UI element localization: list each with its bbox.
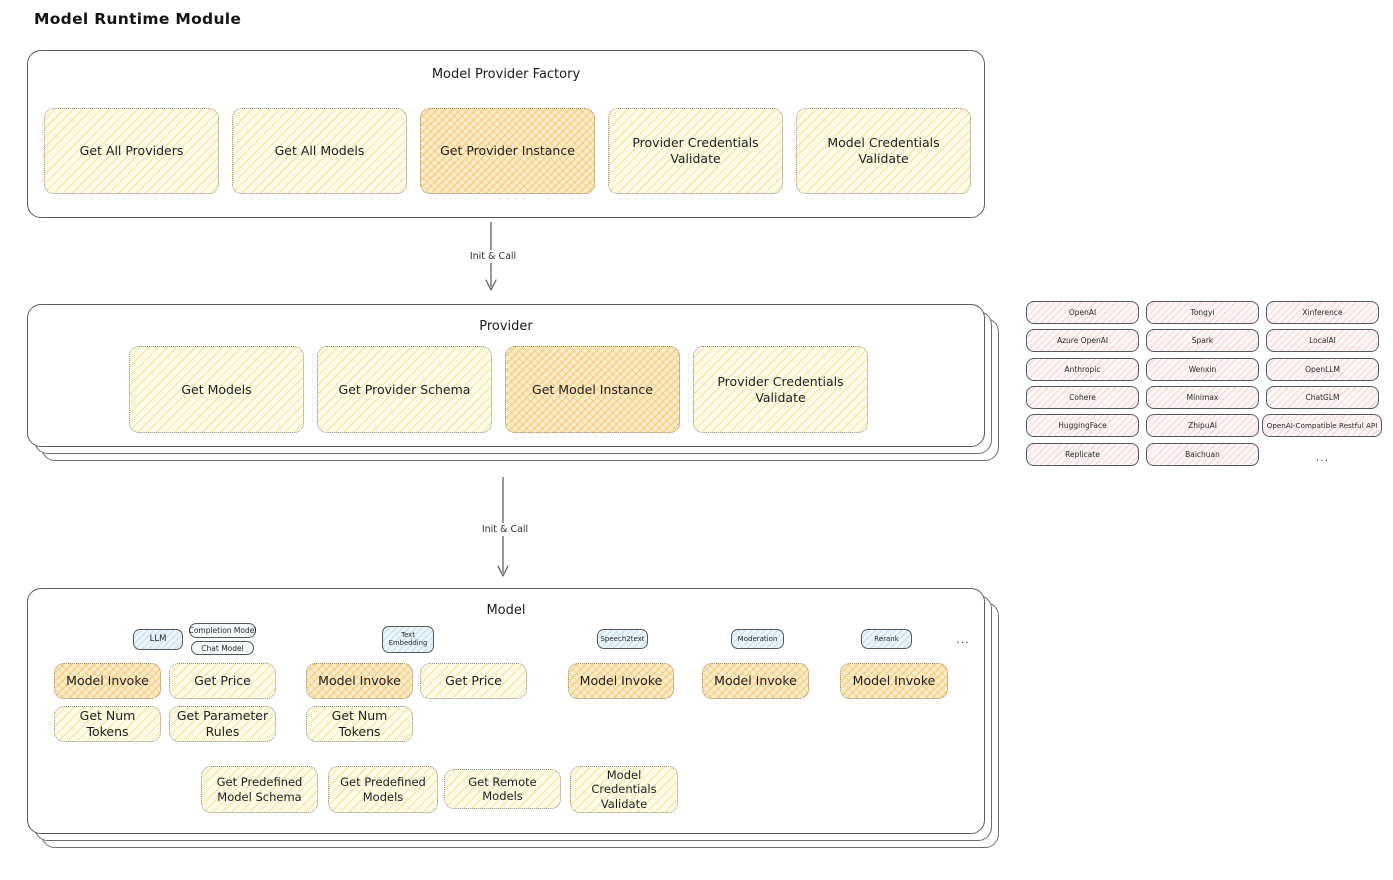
llm-get-num-tokens-box: Get Num Tokens — [54, 706, 161, 742]
llm-get-parameter-rules-box: Get Parameter Rules — [169, 706, 276, 742]
provider-openai: OpenAI — [1026, 301, 1139, 324]
tabs-more-ellipsis: ... — [956, 632, 970, 646]
model-frame: Model LLM Completion Model Chat Model Te… — [27, 588, 985, 834]
rerank-model-invoke-box: Model Invoke — [840, 663, 948, 699]
tab-rerank: Rerank — [861, 629, 912, 649]
provider-xinference: Xinference — [1266, 301, 1379, 324]
speech2text-model-invoke-box: Model Invoke — [568, 663, 674, 699]
embedding-get-num-tokens-box: Get Num Tokens — [306, 706, 413, 742]
provider-huggingface: HuggingFace — [1026, 414, 1139, 437]
get-predefined-model-schema-box: Get Predefined Model Schema — [201, 766, 318, 813]
model-provider-factory-frame: Model Provider Factory Get All Providers… — [27, 50, 985, 218]
llm-get-price-box: Get Price — [169, 663, 276, 699]
get-model-instance-box: Get Model Instance — [505, 346, 680, 433]
tab-completion-model: Completion Model — [189, 623, 256, 638]
provider-localai: LocalAI — [1266, 329, 1379, 352]
llm-model-invoke-box: Model Invoke — [54, 663, 161, 699]
get-remote-models-box: Get Remote Models — [444, 769, 561, 809]
tab-moderation: Moderation — [731, 629, 784, 649]
provider-minimax: Minimax — [1146, 386, 1259, 409]
provider-zhipuai: ZhipuAI — [1146, 414, 1259, 437]
moderation-model-invoke-box: Model Invoke — [702, 663, 809, 699]
get-provider-schema-box: Get Provider Schema — [317, 346, 492, 433]
tab-text-embedding: Text Embedding — [382, 626, 434, 653]
provider-wenxin: Wenxin — [1146, 358, 1259, 381]
get-all-providers-box: Get All Providers — [44, 108, 219, 194]
get-predefined-models-box: Get Predefined Models — [328, 766, 438, 813]
page-title: Model Runtime Module — [34, 10, 242, 28]
provider-openai-compatible: OpenAI-Compatible Restful API — [1262, 414, 1382, 437]
provider-azure-openai: Azure OpenAI — [1026, 329, 1139, 352]
provider-anthropic: Anthropic — [1026, 358, 1139, 381]
provider-credentials-validate-box-2: Provider Credentials Validate — [693, 346, 868, 433]
get-models-box: Get Models — [129, 346, 304, 433]
tab-llm: LLM — [133, 629, 183, 650]
provider-replicate: Replicate — [1026, 443, 1139, 466]
embedding-get-price-box: Get Price — [420, 663, 527, 699]
provider-credentials-validate-box: Provider Credentials Validate — [608, 108, 783, 194]
providers-grid: OpenAI Azure OpenAI Anthropic Cohere Hug… — [1026, 301, 1386, 471]
provider-openllm: OpenLLM — [1266, 358, 1379, 381]
provider-cohere: Cohere — [1026, 386, 1139, 409]
factory-title: Model Provider Factory — [431, 67, 581, 82]
provider-baichuan: Baichuan — [1146, 443, 1259, 466]
model-credentials-validate-box-2: Model Credentials Validate — [570, 766, 678, 813]
provider-frame: Provider Get Models Get Provider Schema … — [27, 304, 985, 447]
tab-chat-model: Chat Model — [191, 641, 254, 655]
init-call-label-2: Init & Call — [468, 523, 542, 536]
provider-tongyi: Tongyi — [1146, 301, 1259, 324]
get-provider-instance-box: Get Provider Instance — [420, 108, 595, 194]
providers-more-ellipsis: ... — [1315, 450, 1330, 464]
get-all-models-box: Get All Models — [232, 108, 407, 194]
model-credentials-validate-box: Model Credentials Validate — [796, 108, 971, 194]
init-call-label-1: Init & Call — [456, 250, 530, 263]
provider-title: Provider — [479, 319, 533, 334]
tab-speech2text: Speech2text — [597, 629, 648, 649]
provider-chatglm: ChatGLM — [1266, 386, 1379, 409]
model-title: Model — [486, 603, 526, 618]
embedding-model-invoke-box: Model Invoke — [306, 663, 413, 699]
provider-spark: Spark — [1146, 329, 1259, 352]
